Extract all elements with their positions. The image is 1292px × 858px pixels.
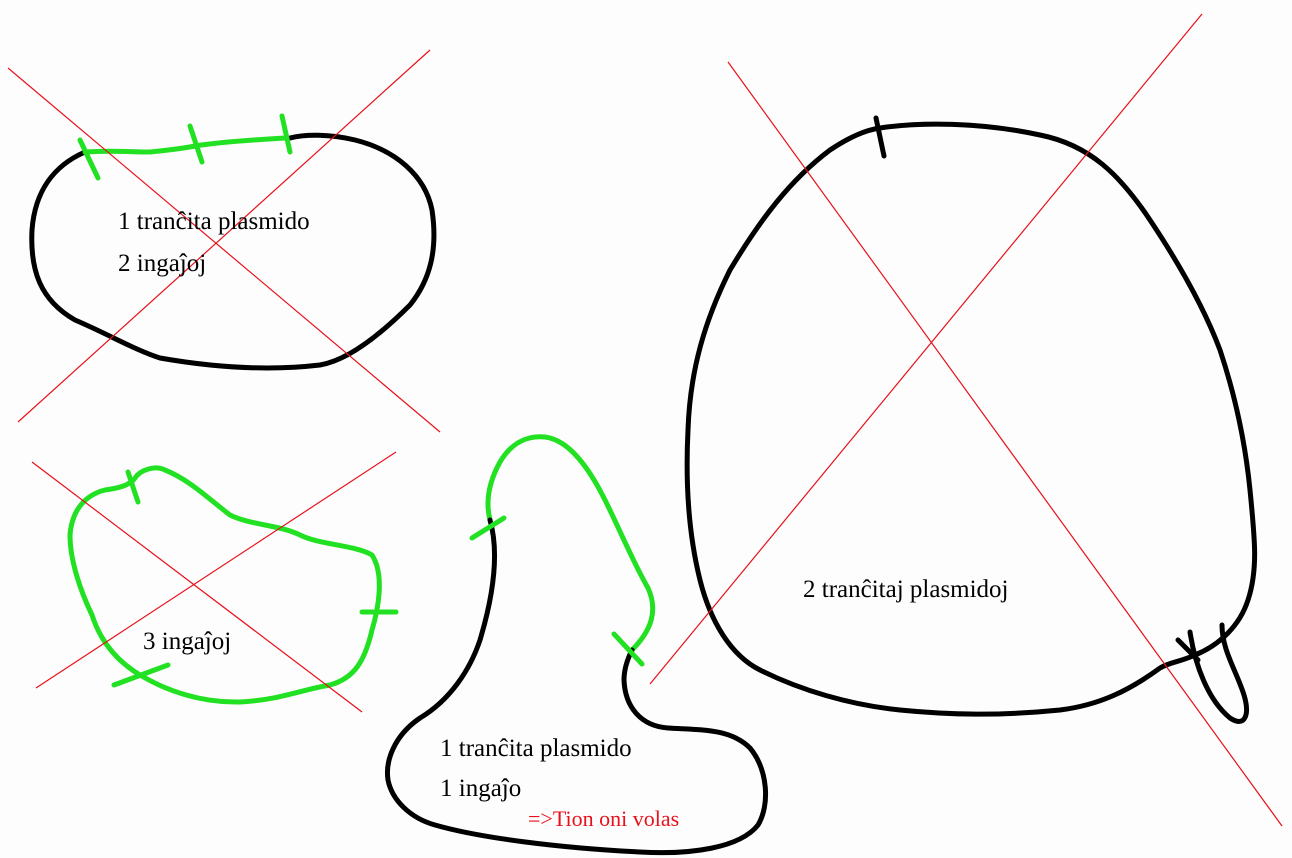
desired-result-note: =>Tion oni volas bbox=[528, 806, 680, 831]
shape-bottom-middle-line-2: 1 ingaĵo bbox=[440, 775, 522, 802]
shape-right-line-1: 2 tranĉitaj plasmidoj bbox=[803, 576, 1009, 603]
plasmid-backbone-top-left bbox=[29, 132, 437, 371]
insert-junction-mark bbox=[111, 662, 171, 688]
cut-mark bbox=[873, 115, 887, 159]
plasmid-backbone-right bbox=[684, 121, 1258, 717]
shape-bottom-middle-line-1: 1 tranĉita plasmido bbox=[440, 735, 632, 762]
shape-top-left-line-2: 2 ingaĵoj bbox=[118, 250, 207, 277]
shape-bottom-left bbox=[31, 451, 399, 713]
shape-bottom-left-line-1: 3 ingaĵoj bbox=[143, 628, 232, 655]
insert-junction-mark bbox=[469, 515, 507, 541]
insert-loop-bottom-left bbox=[67, 465, 382, 705]
insert-junction-mark bbox=[77, 137, 101, 181]
cross-line bbox=[31, 461, 363, 713]
cross-line bbox=[35, 451, 397, 689]
cross-line bbox=[17, 49, 431, 423]
insert-junction-mark bbox=[125, 469, 141, 505]
loose-end-tail bbox=[1187, 622, 1249, 724]
plasmid-backbone-bottom-middle bbox=[384, 517, 769, 856]
insert-junction-mark bbox=[611, 631, 645, 667]
insert-bottom-middle bbox=[485, 434, 656, 653]
cross-line bbox=[7, 67, 441, 433]
cross-line bbox=[727, 61, 1283, 827]
shape-top-left-line-1: 1 tranĉita plasmido bbox=[118, 208, 310, 235]
cut-mark bbox=[1175, 637, 1201, 663]
insert-junction-mark bbox=[279, 113, 293, 155]
shape-top-left bbox=[7, 49, 441, 433]
cross-line bbox=[649, 13, 1203, 685]
insert-top-left bbox=[82, 135, 288, 155]
insert-junction-mark bbox=[187, 123, 205, 165]
shape-right bbox=[649, 13, 1283, 827]
shape-bottom-middle bbox=[384, 434, 769, 856]
